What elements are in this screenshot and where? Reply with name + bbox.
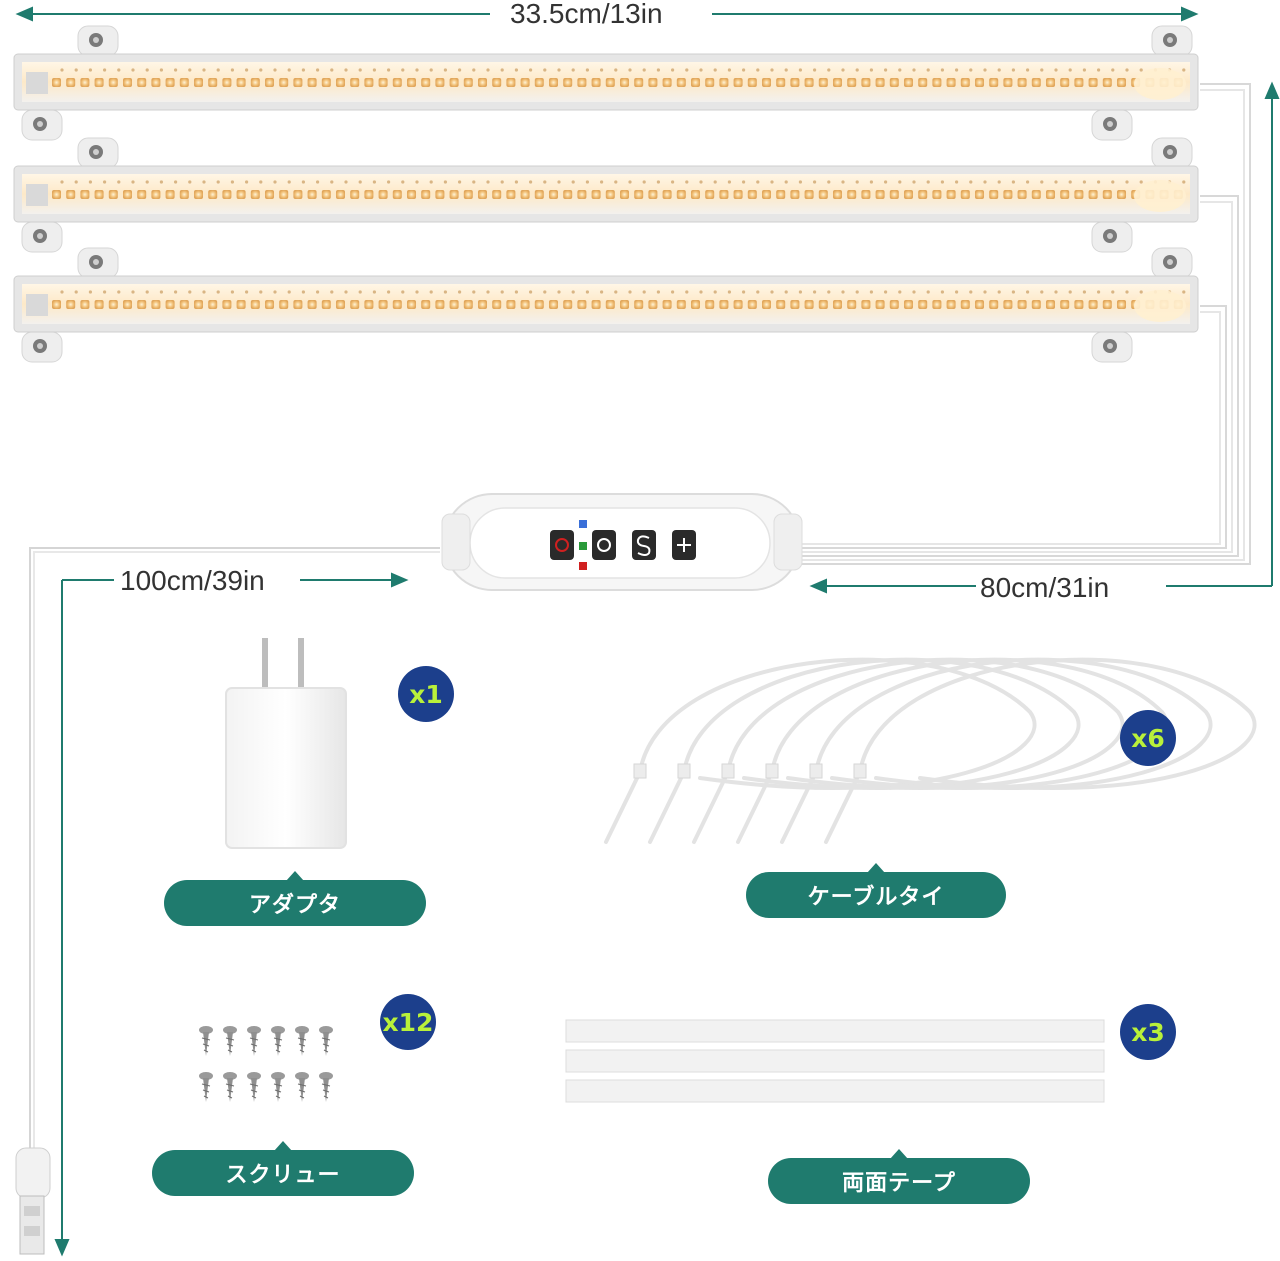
screw-count-badge: x12 (380, 994, 436, 1050)
screw (295, 1026, 309, 1056)
cable-tie (780, 657, 1213, 844)
led-bar (13, 247, 1199, 363)
adapter-icon (225, 638, 347, 849)
screw (223, 1072, 237, 1102)
screw (295, 1072, 309, 1102)
controller-cable-arrow-vertical (1166, 81, 1280, 587)
led-bar (13, 137, 1199, 253)
led-bar (13, 25, 1199, 141)
usb-cable (29, 547, 440, 1150)
screw (271, 1026, 285, 1056)
cable-tie-label: ケーブルタイ (746, 863, 1006, 918)
power-button[interactable] (550, 530, 574, 560)
brightness-button[interactable] (672, 530, 696, 560)
controller (441, 493, 803, 591)
screw (223, 1026, 237, 1056)
tape-label: 両面テープ (768, 1149, 1030, 1204)
cable-tie-count-badge: x6 (1120, 710, 1176, 766)
screw (247, 1026, 261, 1056)
adapter-count-badge: x1 (398, 666, 454, 722)
tape-icon (565, 1019, 1105, 1103)
led-bars (13, 25, 1199, 363)
screw-icon (199, 1026, 333, 1102)
screw (199, 1026, 213, 1056)
screw (319, 1072, 333, 1102)
cable-tie (736, 657, 1169, 844)
indicator-blue (579, 520, 587, 528)
screw-label: スクリュー (152, 1141, 414, 1196)
bar-cables (800, 83, 1251, 565)
tape-count-badge: x3 (1120, 1004, 1176, 1060)
controller-cable-length-label: 80cm/31in (976, 573, 1114, 603)
bar-length-label: 33.5cm/13in (506, 0, 667, 29)
usb-cable-arrow (54, 572, 409, 1257)
adapter-label: アダプタ (164, 871, 426, 926)
width-dimension-arrow (15, 6, 1199, 22)
cable-tie-icon (604, 657, 1257, 844)
cable-tie (824, 657, 1257, 844)
mode-button[interactable] (632, 530, 656, 560)
timer-button[interactable] (592, 530, 616, 560)
screw (247, 1072, 261, 1102)
screw (199, 1072, 213, 1102)
indicator-red (579, 562, 587, 570)
usb-plug (15, 1147, 51, 1255)
screw (271, 1072, 285, 1102)
cable-tie (604, 657, 1037, 844)
usb-cable-length-label: 100cm/39in (116, 566, 269, 596)
screw (319, 1026, 333, 1056)
controller-cable-arrow-horizontal (809, 578, 976, 594)
indicator-green (579, 542, 587, 550)
